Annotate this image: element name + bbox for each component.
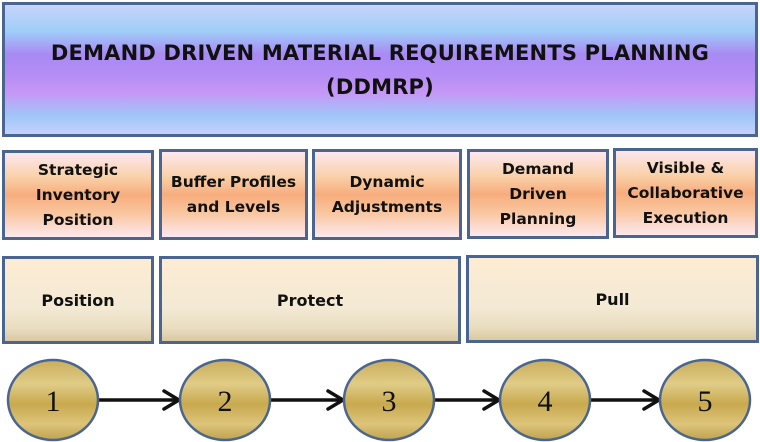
arrow-3-to-4 <box>434 389 501 411</box>
phase-label: Position <box>41 290 115 310</box>
component-label: Strategic Inventory Position <box>35 160 121 229</box>
component-buffer-profiles-and-levels: Buffer Profiles and Levels <box>159 149 308 240</box>
phase-label: Pull <box>595 289 630 309</box>
step-circle <box>658 358 752 442</box>
phase-label: Protect <box>276 290 344 310</box>
arrow-4-to-5 <box>590 389 661 411</box>
step-node-1: 1 <box>6 358 100 442</box>
step-number: 5 <box>698 385 713 418</box>
title-line-1: DEMAND DRIVEN MATERIAL REQUIREMENTS PLAN… <box>50 40 710 65</box>
phase-pull: Pull <box>466 255 759 343</box>
component-dynamic-adjustments: Dynamic Adjustments <box>312 149 462 240</box>
component-label: Dynamic Adjustments <box>331 172 443 216</box>
step-circle <box>178 358 272 442</box>
title-banner: DEMAND DRIVEN MATERIAL REQUIREMENTS PLAN… <box>2 2 758 137</box>
title-line-2: (DDMRP) <box>326 74 434 99</box>
component-demand-driven-planning: Demand Driven Planning <box>467 149 609 239</box>
step-number: 2 <box>218 385 233 418</box>
step-node-5: 5 <box>658 358 752 442</box>
step-node-3: 3 <box>342 358 436 442</box>
component-label: Buffer Profiles and Levels <box>170 172 297 216</box>
step-circle <box>6 358 100 442</box>
component-visible-collaborative-execution: Visible & Collaborative Execution <box>613 148 758 238</box>
step-sequence: 1 2 3 4 5 <box>6 358 752 442</box>
arrow-1-to-2 <box>98 389 181 411</box>
component-label: Demand Driven Planning <box>499 159 577 228</box>
step-number: 1 <box>46 385 61 418</box>
component-strategic-inventory-position: Strategic Inventory Position <box>2 150 154 240</box>
component-label: Visible & Collaborative Execution <box>627 158 744 227</box>
step-circle <box>342 358 436 442</box>
step-circle <box>498 358 592 442</box>
phase-protect: Protect <box>159 256 461 344</box>
phase-position: Position <box>2 256 154 344</box>
step-number: 3 <box>382 385 397 418</box>
arrow-2-to-3 <box>270 389 345 411</box>
step-number: 4 <box>538 385 553 418</box>
step-node-2: 2 <box>178 358 272 442</box>
step-node-4: 4 <box>498 358 592 442</box>
